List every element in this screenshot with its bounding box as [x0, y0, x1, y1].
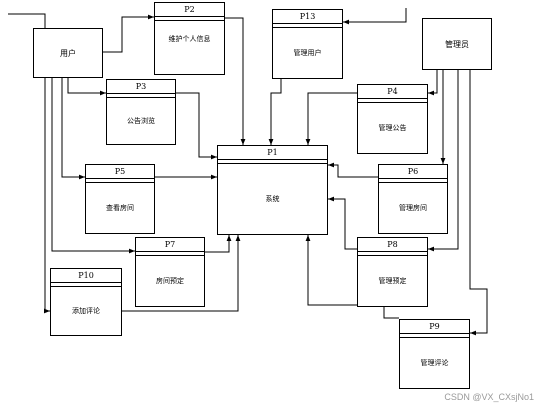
process-id: P3 [107, 80, 175, 94]
process-id: P6 [379, 165, 447, 179]
process-id: P13 [273, 10, 342, 24]
process-label: 公告浏览 [127, 117, 155, 125]
flow-line [103, 14, 154, 53]
flow-line [205, 235, 232, 253]
process-label: 添加评论 [72, 307, 100, 315]
flow-line [44, 78, 50, 314]
flow-line [176, 92, 217, 160]
entity-admin: 管理员 [422, 18, 492, 70]
process-label: 系统 [265, 195, 280, 203]
flow-line [305, 92, 357, 145]
process-label: 查看房间 [106, 204, 134, 212]
process-label: 管理房间 [399, 204, 427, 212]
process-label: 房间预定 [156, 277, 184, 285]
process-id: P8 [358, 238, 427, 252]
process-label: 管理公告 [378, 124, 407, 132]
process-id: P7 [136, 238, 204, 252]
flow-line [122, 235, 241, 312]
watermark: CSDN @VX_CXsjNo1 [444, 392, 534, 402]
process-p9: P9 管理评论 [399, 319, 470, 389]
process-p13: P13 管理用户 [272, 9, 343, 79]
flow-line [328, 162, 378, 178]
process-p7: P7 房间预定 [135, 237, 205, 307]
flow-line [428, 70, 459, 252]
process-p3: P3 公告浏览 [106, 79, 176, 145]
flow-line [428, 70, 438, 96]
process-p1: P1 系统 [217, 145, 328, 235]
process-p8: P8 管理预定 [357, 237, 428, 307]
flow-line [469, 70, 488, 336]
process-p2: P2 维护个人信息 [154, 2, 225, 75]
flow-line [225, 17, 246, 145]
process-label: 管理评论 [420, 359, 449, 367]
process-p6: P6 管理房间 [378, 164, 448, 234]
flow-line [268, 79, 282, 145]
process-label: 管理用户 [293, 49, 322, 57]
flow-line [8, 13, 46, 28]
entity-admin-label: 管理员 [445, 39, 469, 49]
process-label: 维护个人信息 [168, 34, 211, 43]
process-p5: P5 查看房间 [85, 164, 155, 234]
flow-line [328, 196, 357, 250]
process-label: 管理预定 [378, 277, 407, 285]
flow-line [343, 8, 407, 25]
process-id: P2 [155, 3, 224, 17]
process-id: P10 [51, 269, 121, 283]
process-id: P5 [86, 165, 154, 179]
flow-line [67, 78, 106, 96]
flow-line [51, 78, 135, 254]
entity-user: 用户 [33, 28, 103, 78]
process-p10: P10 添加评论 [50, 268, 122, 336]
process-id: P4 [358, 85, 427, 99]
flow-line [61, 78, 85, 180]
process-id: P9 [400, 320, 469, 334]
process-p4: P4 管理公告 [357, 84, 428, 154]
process-id: P1 [218, 146, 327, 160]
entity-user-label: 用户 [60, 48, 76, 58]
